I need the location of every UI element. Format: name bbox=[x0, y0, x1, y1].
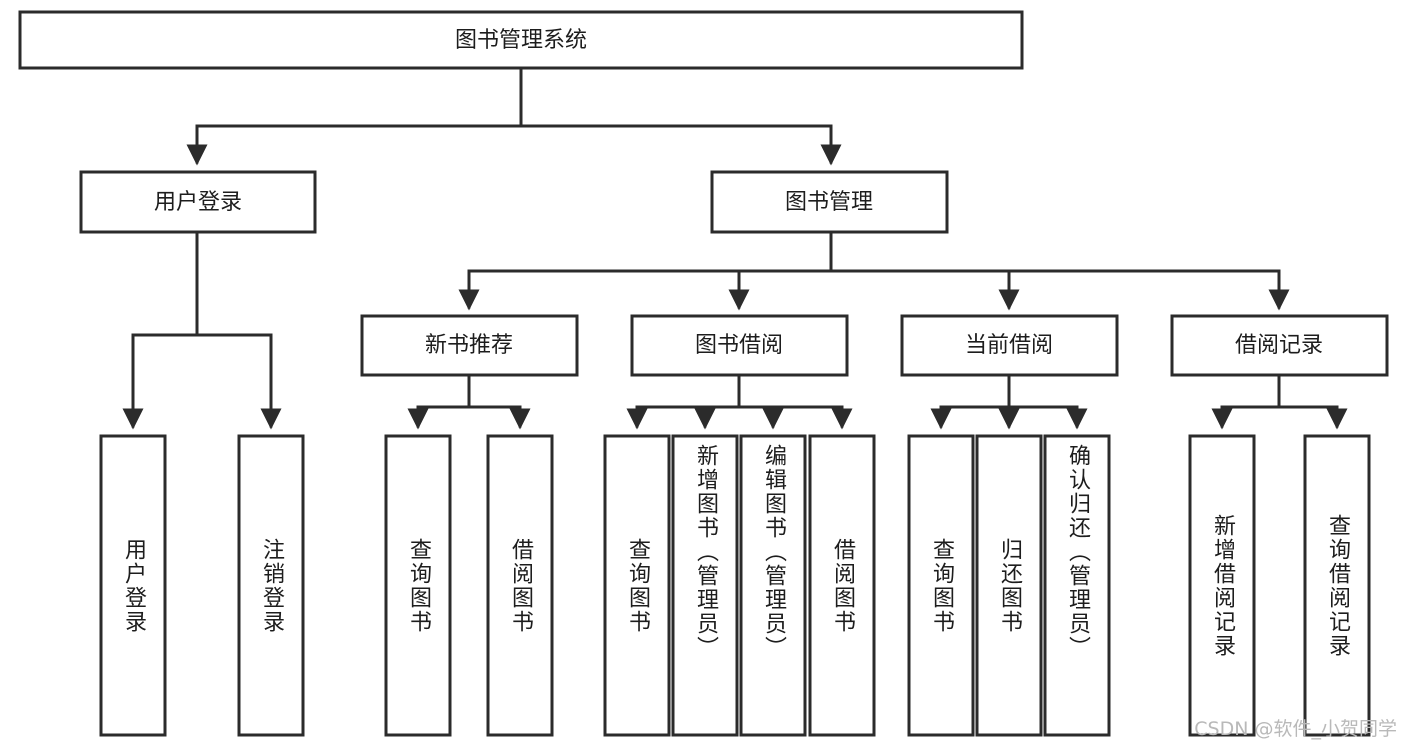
node-leaf-add-book-label: 新增图书（管理员） bbox=[692, 444, 718, 660]
node-leaf-borrow-book-2-box[interactable] bbox=[808, 434, 876, 737]
node-new-book-recommend-box[interactable] bbox=[360, 314, 579, 377]
connectors-root-to-level2 bbox=[186, 66, 842, 166]
connectors-current-borrow-to-leaves bbox=[930, 373, 1088, 430]
connectors-book-borrow-to-leaves bbox=[626, 373, 853, 430]
node-user-login-box[interactable] bbox=[79, 170, 317, 234]
node-current-borrow-label: 当前借阅 bbox=[965, 333, 1053, 358]
node-current-borrow-box[interactable] bbox=[900, 314, 1119, 377]
node-book-borrow-box[interactable] bbox=[630, 314, 849, 377]
node-leaf-query-book-3-box[interactable] bbox=[907, 434, 975, 737]
node-leaf-confirm-return-box[interactable] bbox=[1043, 434, 1111, 737]
node-leaf-query-book-1-box[interactable] bbox=[384, 434, 452, 737]
node-leaf-query-book-1-label: 查询图书 bbox=[405, 537, 431, 634]
node-user-login-label: 用户登录 bbox=[154, 190, 242, 215]
node-new-book-recommend[interactable]: 新书推荐 bbox=[360, 314, 579, 377]
node-leaf-user-login-label: 用户登录 bbox=[120, 537, 146, 634]
connectors-book-manage-to-level3 bbox=[458, 230, 1290, 311]
node-leaf-query-record-label: 查询借阅记录 bbox=[1324, 513, 1350, 658]
node-borrow-record-label: 借阅记录 bbox=[1235, 333, 1323, 358]
node-new-book-recommend-label: 新书推荐 bbox=[425, 333, 513, 358]
node-book-manage[interactable]: 图书管理 bbox=[710, 170, 949, 234]
node-book-manage-label: 图书管理 bbox=[785, 190, 873, 215]
node-leaf-edit-book-label: 编辑图书（管理员） bbox=[760, 444, 786, 660]
node-book-borrow[interactable]: 图书借阅 bbox=[630, 314, 849, 377]
node-leaf-query-book-2-box[interactable] bbox=[603, 434, 671, 737]
node-leaf-query-book-3-label: 查询图书 bbox=[928, 537, 954, 634]
node-leaf-borrow-book-1-label: 借阅图书 bbox=[507, 537, 533, 634]
node-leaf-user-login-box[interactable] bbox=[99, 434, 167, 737]
node-leaf-add-record-box[interactable] bbox=[1188, 434, 1256, 737]
node-leaf-user-logout-label: 注销登录 bbox=[258, 537, 284, 634]
node-leaf-user-logout-box[interactable] bbox=[237, 434, 305, 737]
leaf-boxes bbox=[99, 434, 1371, 737]
node-root-label: 图书管理系统 bbox=[455, 28, 587, 53]
node-leaf-add-record-label: 新增借阅记录 bbox=[1209, 513, 1235, 658]
connectors-new-book-recommend-to-leaves bbox=[407, 373, 531, 430]
node-borrow-record[interactable]: 借阅记录 bbox=[1170, 314, 1389, 377]
node-root[interactable]: 图书管理系统 bbox=[18, 10, 1024, 70]
node-leaf-return-book-box[interactable] bbox=[975, 434, 1043, 737]
node-leaf-add-book-box[interactable] bbox=[671, 434, 739, 737]
node-leaf-borrow-book-1-box[interactable] bbox=[486, 434, 554, 737]
node-book-borrow-label: 图书借阅 bbox=[695, 333, 783, 358]
node-book-manage-box[interactable] bbox=[710, 170, 949, 234]
node-leaf-return-book-label: 归还图书 bbox=[996, 537, 1022, 634]
node-leaf-edit-book-box[interactable] bbox=[739, 434, 807, 737]
node-root-box[interactable] bbox=[18, 10, 1024, 70]
node-leaf-confirm-return-label: 确认归还（管理员） bbox=[1064, 444, 1090, 660]
node-leaf-borrow-book-2-label: 借阅图书 bbox=[829, 537, 855, 634]
connectors-user-login-to-leaves bbox=[122, 230, 282, 430]
node-current-borrow[interactable]: 当前借阅 bbox=[900, 314, 1119, 377]
connectors-borrow-record-to-leaves bbox=[1211, 373, 1348, 430]
node-leaf-query-book-2-label: 查询图书 bbox=[624, 537, 650, 634]
node-borrow-record-box[interactable] bbox=[1170, 314, 1389, 377]
node-leaf-query-record-box[interactable] bbox=[1303, 434, 1371, 737]
node-user-login[interactable]: 用户登录 bbox=[79, 170, 317, 234]
